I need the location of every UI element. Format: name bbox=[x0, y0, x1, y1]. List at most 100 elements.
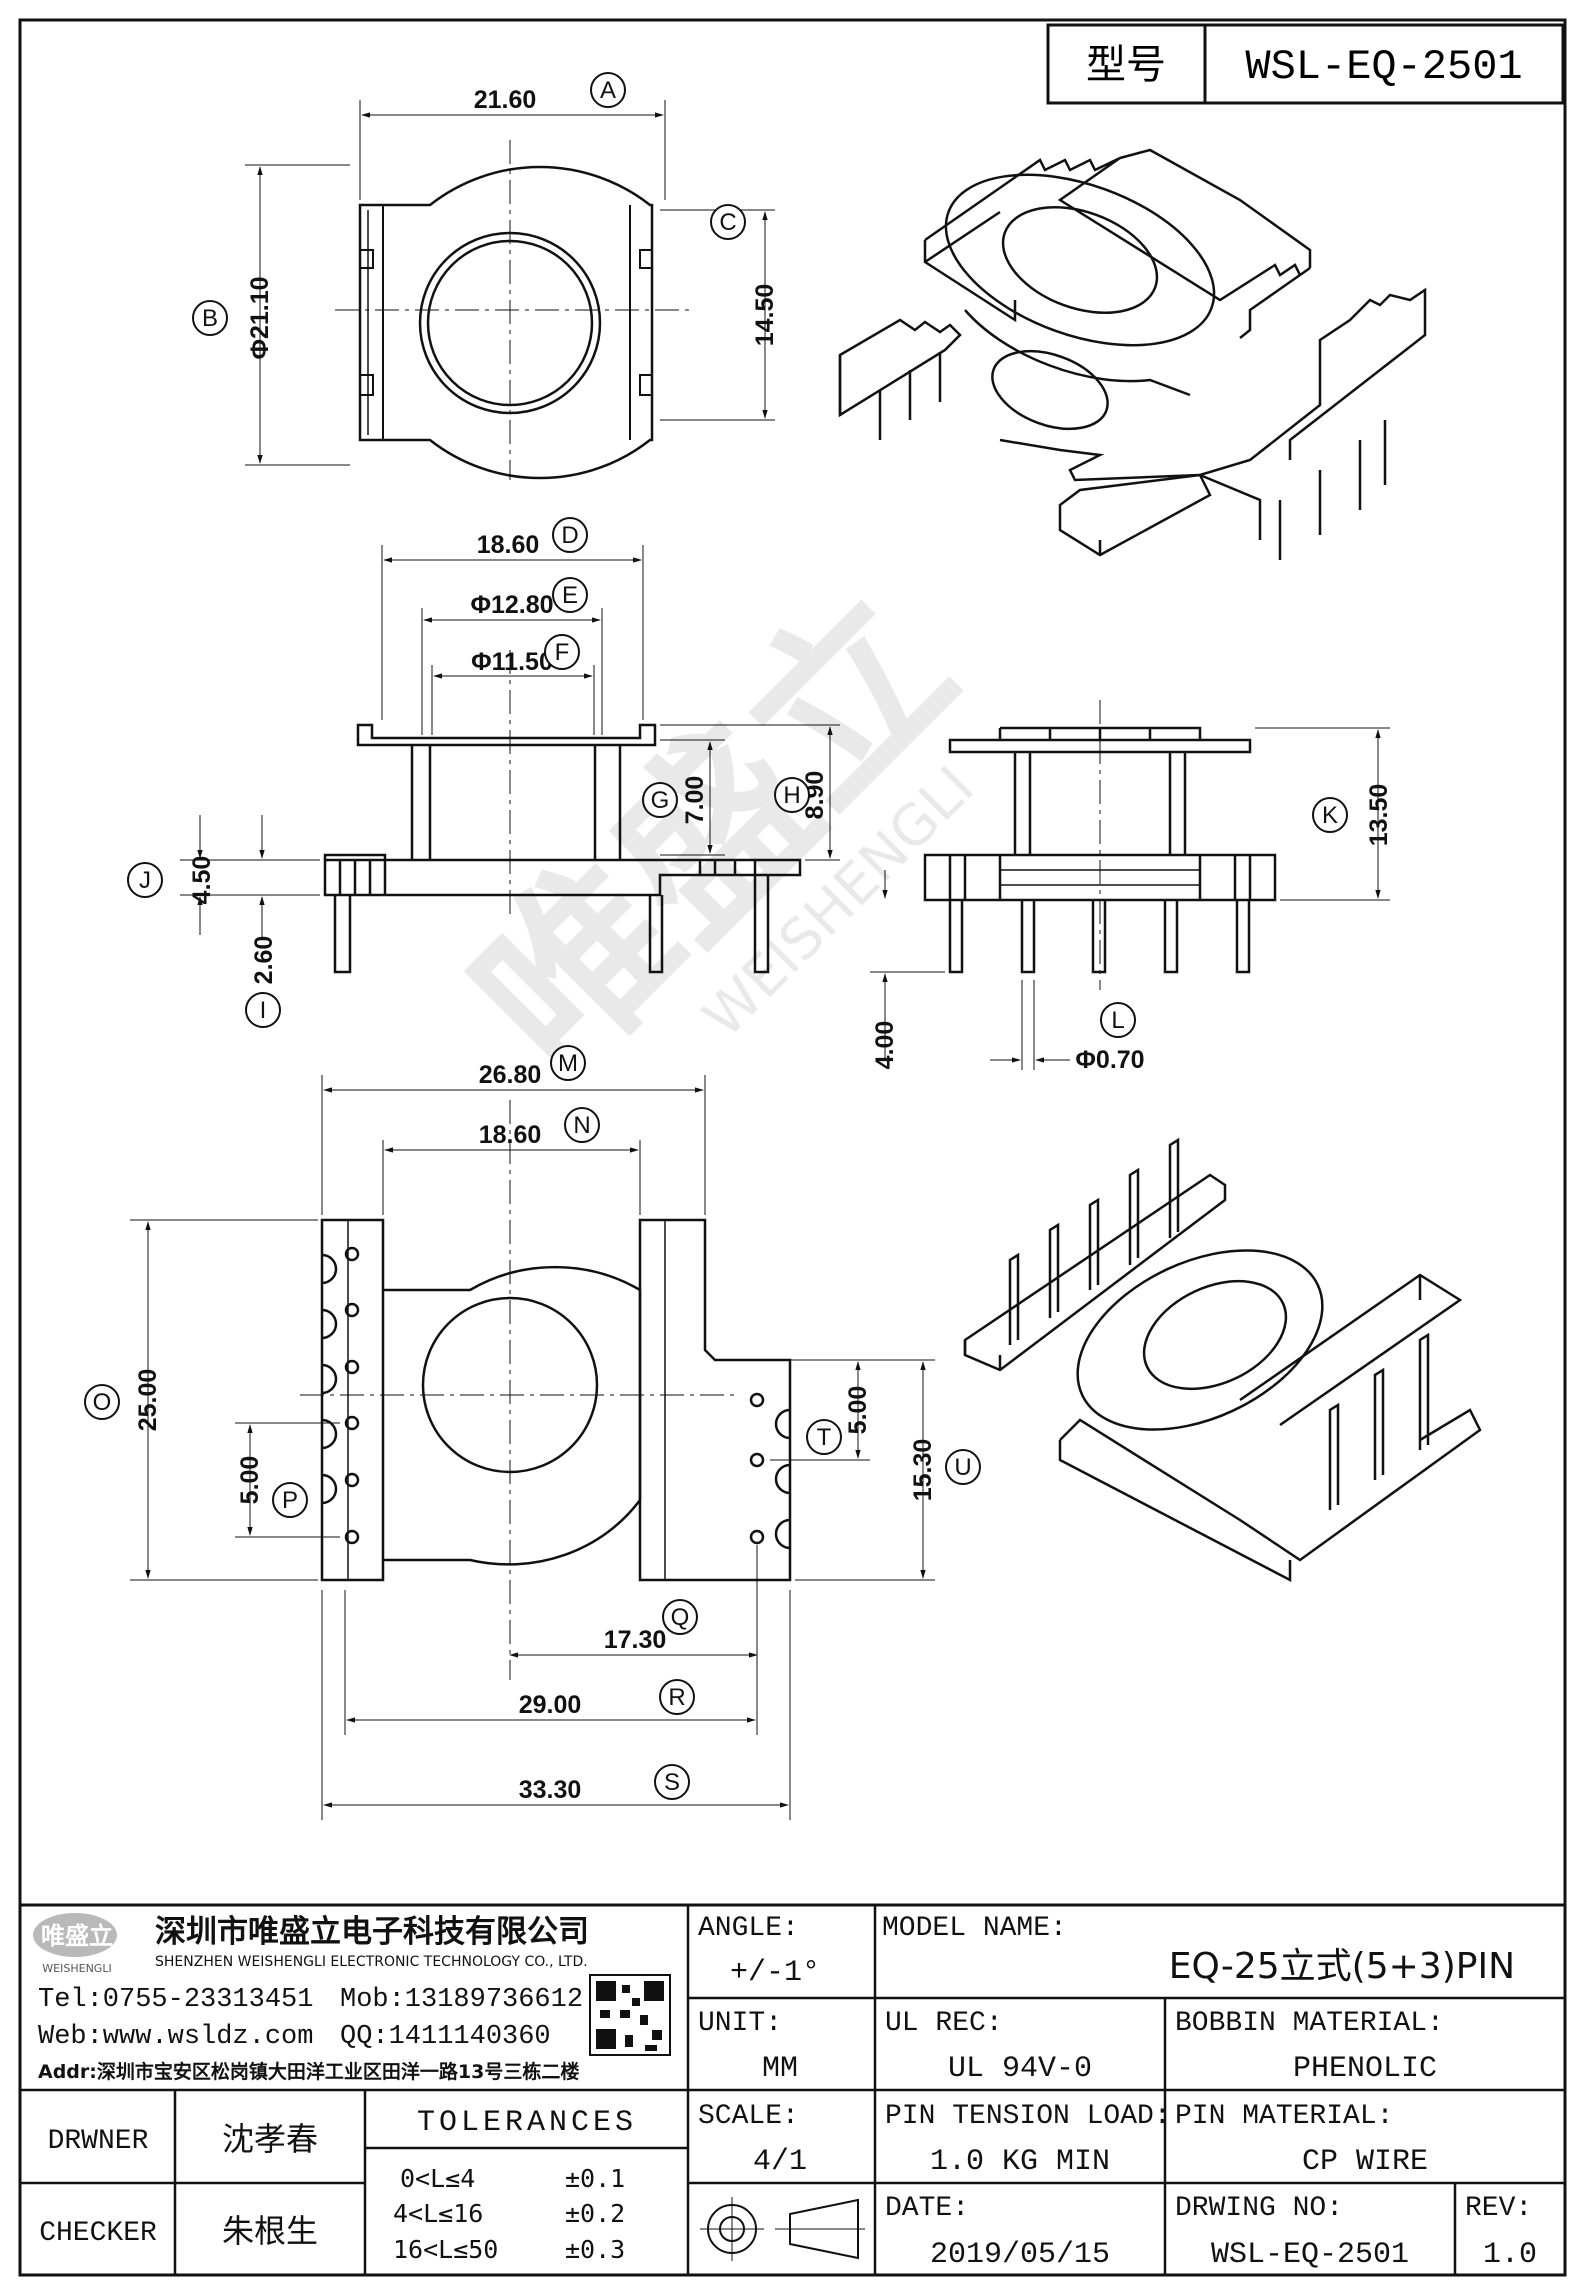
bobbin-material-label: BOBBIN MATERIAL: bbox=[1175, 2008, 1444, 2039]
ref-circle-e bbox=[552, 577, 588, 613]
ref-letter-h: H bbox=[783, 782, 800, 809]
dim-r: 29.00 bbox=[519, 1691, 582, 1719]
dim-p: 5.00 bbox=[236, 1456, 264, 1505]
ref-circle-d bbox=[552, 517, 588, 553]
dim-pin-length: 4.00 bbox=[871, 1021, 899, 1070]
ref-letter-j: J bbox=[139, 867, 151, 894]
dim-g: 7.00 bbox=[681, 776, 709, 825]
dim-i: 2.60 bbox=[250, 936, 278, 985]
unit-label: UNIT: bbox=[698, 2008, 782, 2039]
company-logo-cn: 唯盛立 bbox=[41, 1922, 113, 1950]
company-info: 唯盛立 WEISHENGLI 深圳市唯盛立电子科技有限公司 SHENZHEN W… bbox=[33, 1913, 671, 2083]
ref-letter-u: U bbox=[954, 1454, 971, 1481]
ref-circle-f bbox=[544, 634, 580, 670]
front-view bbox=[180, 545, 840, 974]
ref-circle-t bbox=[806, 1419, 842, 1455]
date-label: DATE: bbox=[885, 2193, 969, 2224]
model-name-label: MODEL NAME: bbox=[882, 1913, 1067, 1944]
ref-letter-n: N bbox=[573, 1112, 590, 1139]
ref-letter-r: R bbox=[668, 1684, 685, 1711]
checker-label: CHECKER bbox=[39, 2218, 157, 2249]
ref-circle-b bbox=[192, 300, 228, 336]
unit-value: MM bbox=[762, 2052, 798, 2086]
tolerance-value-2: ±0.2 bbox=[565, 2199, 625, 2228]
ref-circle-u bbox=[945, 1449, 981, 1485]
angle-label: ANGLE: bbox=[698, 1913, 799, 1944]
tolerance-range-1: 0<L≤4 bbox=[400, 2164, 475, 2193]
ref-circle-p bbox=[272, 1482, 308, 1518]
dim-l: Φ0.70 bbox=[1075, 1046, 1144, 1074]
dim-m: 26.80 bbox=[479, 1061, 542, 1089]
ul-rec-value: UL 94V-0 bbox=[948, 2052, 1092, 2086]
pin-tension-label: PIN TENSION LOAD: bbox=[885, 2101, 1171, 2132]
dim-t: 5.00 bbox=[844, 1386, 872, 1435]
dim-u: 15.30 bbox=[909, 1439, 937, 1502]
bobbin-material-value: PHENOLIC bbox=[1293, 2052, 1437, 2086]
ref-circle-g bbox=[642, 782, 678, 818]
title-block-fields: ANGLE: +/-1° MODEL NAME: EQ-25立式(5+3)PIN… bbox=[39, 1913, 1537, 2272]
model-header: 型号 WSL-EQ-2501 bbox=[1046, 23, 1565, 105]
qr-code bbox=[589, 1974, 671, 2056]
dim-a: 21.60 bbox=[474, 86, 537, 114]
ref-circle-a bbox=[590, 72, 626, 108]
ref-letter-i: I bbox=[260, 997, 267, 1024]
model-header-label: 型号 bbox=[1086, 42, 1166, 88]
company-mob: Mob:13189736612 bbox=[340, 1985, 583, 2015]
side-view bbox=[870, 700, 1390, 1070]
ref-circle-h bbox=[774, 777, 810, 813]
tolerance-range-3: 16<L≤50 bbox=[393, 2235, 498, 2264]
dim-s: 33.30 bbox=[519, 1776, 582, 1804]
ref-circle-i bbox=[245, 992, 281, 1028]
company-name-cn: 深圳市唯盛立电子科技有限公司 bbox=[155, 1914, 589, 1950]
company-web: Web:www.wsldz.com bbox=[38, 2022, 313, 2052]
ul-rec-label: UL REC: bbox=[885, 2008, 1003, 2039]
rev-value: 1.0 bbox=[1483, 2238, 1537, 2272]
ref-circle-n bbox=[564, 1107, 600, 1143]
drawing-no-value: WSL-EQ-2501 bbox=[1211, 2238, 1409, 2272]
ref-letter-c: C bbox=[719, 209, 736, 236]
ref-letter-b: B bbox=[202, 305, 218, 332]
ref-letter-q: Q bbox=[671, 1604, 690, 1631]
ref-circle-l bbox=[1100, 1002, 1136, 1038]
dim-q: 17.30 bbox=[604, 1626, 667, 1654]
dim-b: Φ21.10 bbox=[246, 276, 274, 359]
projection-symbol bbox=[700, 2197, 865, 2261]
company-logo: 唯盛立 WEISHENGLI bbox=[33, 1913, 117, 1975]
drawing-no-label: DRWING NO: bbox=[1175, 2193, 1343, 2224]
dim-n: 18.60 bbox=[479, 1121, 542, 1149]
ref-circle-c bbox=[710, 204, 746, 240]
ref-letter-d: D bbox=[561, 522, 578, 549]
ref-circle-s bbox=[654, 1764, 690, 1800]
ref-letter-g: G bbox=[651, 787, 670, 814]
tolerance-value-3: ±0.3 bbox=[565, 2235, 625, 2264]
company-name-en: SHENZHEN WEISHENGLI ELECTRONIC TECHNOLOG… bbox=[155, 1954, 588, 1970]
company-tel: Tel:0755-23313451 bbox=[38, 1985, 313, 2015]
ref-circle-j bbox=[127, 862, 163, 898]
ref-letter-p: P bbox=[282, 1487, 298, 1514]
ref-circle-o bbox=[84, 1384, 120, 1420]
model-name-value: EQ-25立式(5+3)PIN bbox=[1169, 1946, 1515, 1987]
tolerance-value-1: ±0.1 bbox=[565, 2164, 625, 2193]
pin-tension-value: 1.0 KG MIN bbox=[930, 2145, 1110, 2179]
checker-value: 朱根生 bbox=[222, 2212, 318, 2250]
ref-letter-t: T bbox=[817, 1424, 832, 1451]
pin-material-label: PIN MATERIAL: bbox=[1175, 2101, 1393, 2132]
tolerances-title: TOLERANCES bbox=[417, 2106, 637, 2140]
ref-circle-q bbox=[662, 1599, 698, 1635]
iso-view-bottom bbox=[963, 1137, 1482, 1583]
angle-value: +/-1° bbox=[730, 1956, 820, 1990]
pin-material-value: CP WIRE bbox=[1302, 2145, 1428, 2179]
bottom-view bbox=[130, 1075, 935, 1820]
scale-label: SCALE: bbox=[698, 2101, 799, 2132]
dim-j: 4.50 bbox=[188, 856, 216, 905]
ref-letter-e: E bbox=[562, 582, 578, 609]
top-view bbox=[245, 100, 775, 480]
tolerance-range-2: 4<L≤16 bbox=[393, 2199, 483, 2228]
dim-o: 25.00 bbox=[134, 1369, 162, 1432]
ref-letter-m: M bbox=[558, 1050, 578, 1077]
drawing-border bbox=[18, 18, 1567, 2277]
dim-c: 14.50 bbox=[751, 284, 779, 347]
title-block bbox=[20, 1903, 1565, 2275]
drawer-label: DRWNER bbox=[48, 2126, 149, 2157]
